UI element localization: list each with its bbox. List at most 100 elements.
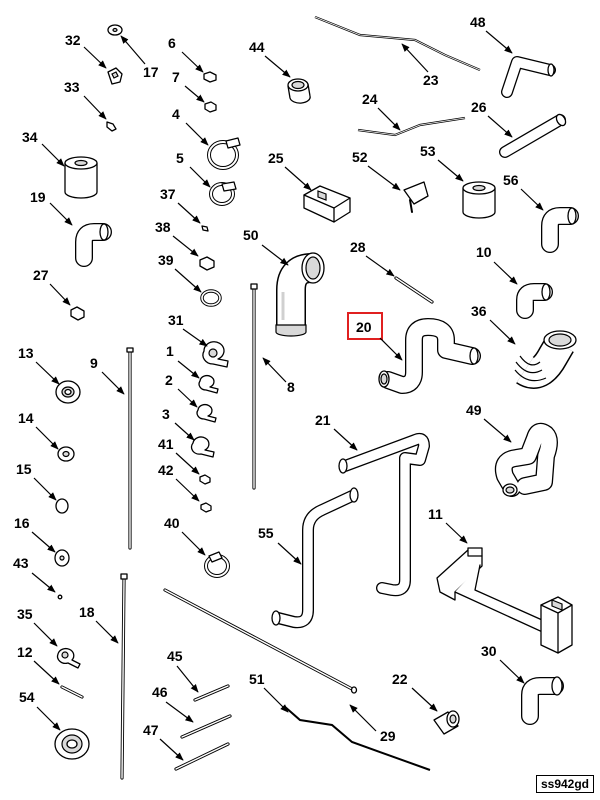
callout-2[interactable]: 2	[165, 372, 173, 388]
part-24[interactable]	[357, 116, 466, 137]
callout-3[interactable]: 3	[162, 406, 170, 422]
callout-36[interactable]: 36	[471, 303, 487, 319]
part-41[interactable]	[199, 474, 211, 485]
callout-13[interactable]: 13	[18, 345, 34, 361]
callout-37[interactable]: 37	[160, 186, 176, 202]
callout-22[interactable]: 22	[392, 671, 408, 687]
part-20[interactable]	[378, 318, 481, 394]
callout-16[interactable]: 16	[14, 515, 30, 531]
callout-52[interactable]: 52	[352, 149, 368, 165]
callout-21[interactable]: 21	[315, 412, 331, 428]
callout-10[interactable]: 10	[476, 244, 492, 260]
part-40[interactable]	[204, 551, 230, 578]
part-17[interactable]	[107, 24, 123, 36]
part-7[interactable]	[204, 101, 217, 113]
callout-25[interactable]: 25	[268, 150, 284, 166]
callout-27[interactable]: 27	[33, 267, 49, 283]
callout-15[interactable]: 15	[16, 461, 32, 477]
part-32[interactable]	[107, 67, 123, 85]
part-25[interactable]	[303, 185, 351, 223]
callout-30[interactable]: 30	[481, 643, 497, 659]
part-46[interactable]	[180, 714, 232, 739]
part-12[interactable]	[60, 685, 84, 699]
part-9[interactable]	[126, 347, 134, 550]
part-50[interactable]	[275, 252, 325, 337]
part-27[interactable]	[70, 306, 85, 321]
part-10[interactable]	[516, 283, 553, 319]
part-6[interactable]	[203, 71, 217, 83]
callout-18[interactable]: 18	[79, 604, 95, 620]
callout-45[interactable]: 45	[167, 648, 183, 664]
callout-1[interactable]: 1	[166, 343, 174, 359]
part-52[interactable]	[403, 181, 429, 213]
part-43[interactable]	[57, 594, 63, 600]
part-16[interactable]	[54, 549, 70, 567]
part-22[interactable]	[433, 710, 460, 735]
part-34[interactable]	[64, 156, 98, 199]
callout-26[interactable]: 26	[471, 99, 487, 115]
callout-6[interactable]: 6	[168, 35, 176, 51]
callout-40[interactable]: 40	[164, 515, 180, 531]
callout-56[interactable]: 56	[503, 172, 519, 188]
part-26[interactable]	[499, 113, 567, 158]
part-13[interactable]	[55, 380, 81, 404]
part-29[interactable]	[163, 588, 358, 694]
callout-35[interactable]: 35	[17, 606, 33, 622]
callout-46[interactable]: 46	[152, 684, 168, 700]
callout-11[interactable]: 11	[428, 506, 443, 522]
callout-29[interactable]: 29	[380, 728, 396, 744]
part-4[interactable]	[207, 137, 241, 170]
part-39[interactable]	[200, 289, 222, 307]
callout-39[interactable]: 39	[158, 252, 174, 268]
callout-4[interactable]: 4	[172, 106, 180, 122]
part-23[interactable]	[314, 15, 481, 72]
part-2[interactable]	[196, 403, 217, 423]
part-47[interactable]	[174, 742, 230, 771]
callout-8[interactable]: 8	[287, 379, 295, 395]
callout-14[interactable]: 14	[18, 410, 34, 426]
part-51[interactable]	[283, 705, 431, 771]
callout-28[interactable]: 28	[350, 239, 366, 255]
part-36[interactable]	[514, 330, 577, 389]
part-35[interactable]	[56, 647, 81, 669]
callout-31[interactable]: 31	[168, 312, 184, 328]
callout-43[interactable]: 43	[13, 555, 29, 571]
part-15[interactable]	[55, 498, 69, 514]
part-5[interactable]	[209, 181, 237, 206]
callout-7[interactable]: 7	[172, 69, 180, 85]
part-18[interactable]	[120, 573, 128, 780]
callout-49[interactable]: 49	[466, 402, 482, 418]
part-8[interactable]	[250, 283, 258, 490]
part-19[interactable]	[75, 223, 112, 267]
callout-47[interactable]: 47	[143, 722, 159, 738]
part-31[interactable]	[202, 341, 229, 368]
part-42[interactable]	[200, 502, 212, 513]
part-30[interactable]	[521, 676, 564, 725]
part-53[interactable]	[462, 181, 496, 219]
callout-24[interactable]: 24	[362, 91, 378, 107]
part-33[interactable]	[106, 121, 117, 132]
callout-32[interactable]: 32	[65, 32, 81, 48]
part-45[interactable]	[193, 684, 230, 702]
callout-12[interactable]: 12	[17, 644, 33, 660]
callout-41[interactable]: 41	[158, 436, 174, 452]
callout-5[interactable]: 5	[176, 150, 184, 166]
callout-48[interactable]: 48	[470, 14, 486, 30]
part-54[interactable]	[54, 728, 90, 760]
part-37[interactable]	[201, 225, 209, 232]
part-11[interactable]	[436, 547, 573, 654]
part-1[interactable]	[198, 374, 219, 394]
part-56[interactable]	[541, 207, 579, 253]
callout-51[interactable]: 51	[249, 671, 265, 687]
callout-53[interactable]: 53	[420, 143, 436, 159]
callout-17[interactable]: 17	[143, 64, 159, 80]
callout-38[interactable]: 38	[155, 219, 171, 235]
callout-23[interactable]: 23	[423, 72, 439, 88]
callout-42[interactable]: 42	[158, 462, 174, 478]
callout-44[interactable]: 44	[249, 39, 265, 55]
callout-50[interactable]: 50	[243, 227, 259, 243]
callout-55[interactable]: 55	[258, 525, 274, 541]
part-14[interactable]	[57, 446, 75, 462]
callout-9[interactable]: 9	[90, 355, 98, 371]
callout-20[interactable]: 20	[356, 319, 372, 335]
